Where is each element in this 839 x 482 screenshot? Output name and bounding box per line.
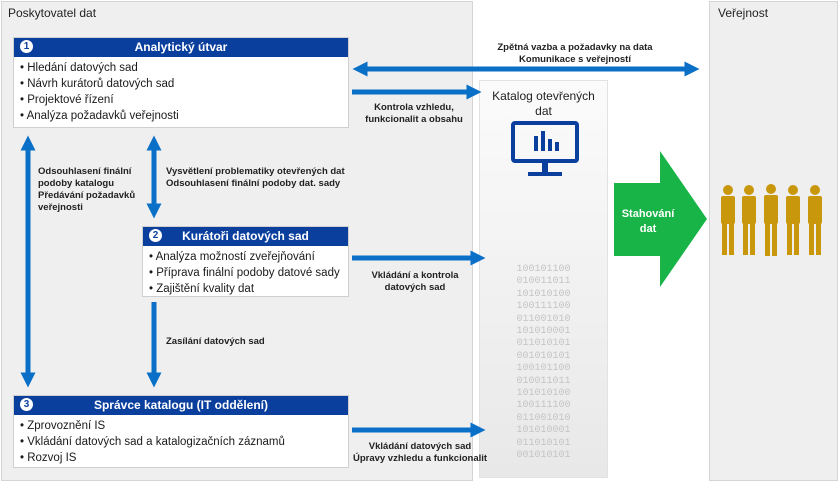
send-label: Zasílání datových sad [166, 336, 265, 347]
download-label-line2: dat [639, 223, 657, 235]
download-label-line1: Stahování [621, 208, 675, 220]
catalog-title: Katalog otevřených dat [480, 89, 607, 119]
binary-line: 001010101 [516, 350, 571, 362]
mid-flow-label-line2: Odsouhlasení finální podoby dat. sady [166, 178, 341, 189]
binary-line: 101010100 [516, 288, 571, 300]
binary-line: 010011011 [516, 276, 571, 288]
step-number-1: 1 [20, 40, 33, 53]
binary-data-decoration: 100101100 010011011 101010100 100111100 … [480, 264, 607, 463]
insert-label-line1: Vkládání a kontrola [371, 270, 459, 281]
monitor-chart-icon [511, 121, 579, 176]
analytic-unit-header: 1 Analytický útvar [14, 38, 348, 57]
step-number-3: 3 [20, 398, 33, 411]
binary-line: 101010100 [516, 388, 571, 400]
left-flow-label-line4: veřejnosti [38, 202, 83, 213]
analytic-unit-box: 1 Analytický útvar Hledání datových sad … [13, 37, 349, 128]
insert-label: Vkládání a kontrola datových sad [360, 270, 470, 294]
curators-list: Analýza možností zveřejňování Příprava f… [149, 249, 340, 297]
binary-line: 100111100 [516, 400, 571, 412]
bottom-flow-label-line1: Vkládání datových sad [368, 441, 472, 452]
feedback-label-line1: Zpětná vazba a požadavky na data [497, 42, 653, 53]
step-number-2: 2 [149, 229, 162, 242]
insert-label-line2: datových sad [384, 282, 446, 293]
bottom-flow-label-line2: Úpravy vzhledu a funkcionalit [352, 453, 488, 464]
list-item: Vkládání datových sad a katalogizačních … [20, 434, 285, 450]
download-arrow [614, 151, 707, 287]
list-item: Návrh kurátorů datových sad [20, 76, 179, 92]
control-label-line2: funkcionalit a obsahu [365, 114, 463, 125]
catalog-admin-box: 3 Správce katalogu (IT oddělení) Zprovoz… [13, 395, 349, 468]
mid-flow-label-line1: Vysvětlení problematiky otevřených dat [166, 166, 345, 177]
list-item: Zajištění kvality dat [149, 281, 340, 297]
bottom-flow-label: Vkládání datových sad Úpravy vzhledu a f… [350, 441, 490, 465]
list-item: Projektové řízení [20, 92, 179, 108]
binary-line: 101010001 [516, 425, 571, 437]
curators-header: 2 Kurátoři datových sad [143, 227, 348, 246]
binary-line: 011001010 [516, 412, 571, 424]
catalog-title-line2: dat [535, 104, 552, 118]
binary-line: 011001010 [516, 313, 571, 325]
list-item: Zprovoznění IS [20, 418, 285, 434]
binary-line: 100101100 [516, 363, 571, 375]
catalog-title-line1: Katalog otevřených [492, 89, 595, 103]
catalog-admin-header: 3 Správce katalogu (IT oddělení) [14, 396, 348, 415]
mid-flow-label: Vysvětlení problematiky otevřených dat O… [166, 166, 345, 190]
list-item: Rozvoj IS [20, 450, 285, 466]
analytic-unit-list: Hledání datových sad Návrh kurátorů dato… [20, 60, 179, 124]
left-flow-label: Odsouhlasení finální podoby katalogu Pře… [38, 166, 135, 214]
left-flow-label-line2: podoby katalogu [38, 178, 114, 189]
curators-box: 2 Kurátoři datových sad Analýza možností… [142, 226, 349, 297]
download-label: Stahování dat [613, 207, 683, 237]
binary-line: 100101100 [516, 264, 571, 275]
list-item: Analýza možností zveřejňování [149, 249, 340, 265]
control-label: Kontrola vzhledu, funkcionalit a obsahu [356, 102, 472, 126]
provider-panel-title: Poskytovatel dat [8, 6, 97, 20]
binary-line: 011010101 [516, 437, 571, 449]
binary-line: 010011011 [516, 375, 571, 387]
left-flow-label-line1: Odsouhlasení finální [38, 166, 132, 177]
people-group-icon [721, 184, 822, 256]
public-panel-title: Veřejnost [718, 6, 769, 20]
binary-line: 011010101 [516, 338, 571, 350]
list-item: Příprava finální podoby datové sady [149, 265, 339, 281]
left-flow-label-line3: Předávání požadavků [38, 190, 136, 201]
binary-line: 100111100 [516, 301, 571, 313]
feedback-label: Zpětná vazba a požadavky na data Komunik… [470, 42, 680, 66]
binary-line: 101010001 [516, 326, 571, 338]
curators-title: Kurátoři datových sad [182, 229, 309, 243]
open-data-catalog: Katalog otevřených dat 100101100 0100110… [479, 80, 608, 478]
catalog-admin-list: Zprovoznění IS Vkládání datových sad a k… [20, 418, 285, 466]
analytic-unit-title: Analytický útvar [134, 40, 228, 54]
catalog-admin-title: Správce katalogu (IT oddělení) [93, 398, 269, 412]
feedback-label-line2: Komunikace s veřejností [519, 54, 631, 65]
list-item: Analýza požadavků veřejnosti [20, 108, 179, 124]
control-label-line1: Kontrola vzhledu, [374, 102, 454, 113]
binary-line: 001010101 [516, 450, 571, 462]
list-item: Hledání datových sad [20, 60, 179, 76]
